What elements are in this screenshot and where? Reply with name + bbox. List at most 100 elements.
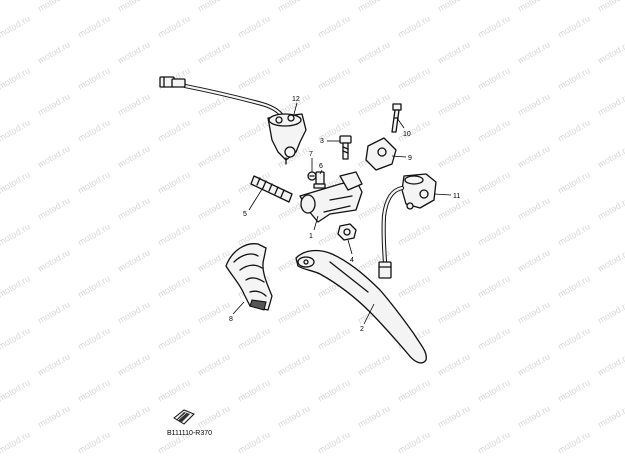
watermark-text: motod.ru: [196, 39, 232, 65]
callout-11: 11: [453, 193, 460, 200]
watermark-text: motod.ru: [316, 65, 352, 91]
watermark-text: motod.ru: [396, 429, 432, 455]
watermark-text: motod.ru: [156, 169, 192, 195]
watermark-text: motod.ru: [76, 377, 112, 403]
watermark-text: motod.ru: [436, 39, 472, 65]
watermark-text: motod.ru: [76, 221, 112, 247]
watermark-text: motod.ru: [396, 13, 432, 39]
watermark-text: motod.ru: [76, 65, 112, 91]
watermark-text: motod.ru: [196, 195, 232, 221]
watermark-text: motod.ru: [396, 221, 432, 247]
lever-2: [295, 249, 427, 364]
watermark-text: motod.ru: [516, 403, 552, 429]
watermark-text: motod.ru: [556, 221, 592, 247]
watermark-text: motod.ru: [156, 273, 192, 299]
watermark-text: motod.ru: [396, 377, 432, 403]
watermark-text: motod.ru: [316, 429, 352, 455]
watermark-text: motod.ru: [516, 0, 552, 14]
watermark-text: motod.ru: [516, 247, 552, 273]
watermark-text: motod.ru: [436, 91, 472, 117]
watermark-text: motod.ru: [116, 195, 152, 221]
watermark-text: motod.ru: [476, 13, 512, 39]
callout-1: 1: [309, 233, 313, 240]
watermark-text: motod.ru: [316, 13, 352, 39]
watermark-text: motod.ru: [556, 273, 592, 299]
watermark-text: motod.ru: [76, 13, 112, 39]
watermark-text: motod.ru: [76, 429, 112, 455]
watermark-text: motod.ru: [476, 377, 512, 403]
watermark-text: motod.ru: [116, 299, 152, 325]
watermark-text: motod.ru: [36, 143, 72, 169]
watermark-text: motod.ru: [556, 117, 592, 143]
watermark-text: motod.ru: [356, 403, 392, 429]
watermark-text: motod.ru: [0, 221, 32, 247]
watermark-text: motod.ru: [516, 143, 552, 169]
watermark-text: motod.ru: [116, 351, 152, 377]
watermark-text: motod.ru: [196, 299, 232, 325]
screw-7: [307, 171, 317, 181]
watermark-text: motod.ru: [116, 39, 152, 65]
watermark-text: motod.ru: [196, 403, 232, 429]
watermark-text: motod.ru: [276, 299, 312, 325]
watermark-text: motod.ru: [596, 299, 625, 325]
watermark-text: motod.ru: [276, 351, 312, 377]
watermark-text: motod.ru: [36, 195, 72, 221]
watermark-text: motod.ru: [156, 377, 192, 403]
watermark-text: motod.ru: [356, 351, 392, 377]
callout-5: 5: [243, 211, 247, 218]
watermark-text: motod.ru: [596, 195, 625, 221]
callout-7: 7: [309, 151, 313, 158]
watermark-text: motod.ru: [556, 13, 592, 39]
watermark-text: motod.ru: [476, 221, 512, 247]
book-icon: [173, 409, 195, 425]
lever-guard-8: [225, 243, 273, 311]
nut-6: [313, 171, 326, 189]
watermark-text: motod.ru: [556, 325, 592, 351]
watermark-text: motod.ru: [516, 351, 552, 377]
watermark-text: motod.ru: [476, 65, 512, 91]
watermark-text: motod.ru: [356, 39, 392, 65]
watermark-text: motod.ru: [436, 351, 472, 377]
watermark-text: motod.ru: [316, 377, 352, 403]
leader-lines: [232, 102, 452, 325]
bracket-9: [365, 137, 397, 171]
watermark-text: motod.ru: [36, 0, 72, 14]
watermark-text: motod.ru: [76, 325, 112, 351]
watermark-text: motod.ru: [596, 403, 625, 429]
watermark-text: motod.ru: [276, 0, 312, 14]
adjuster-bolt-5: [250, 175, 293, 203]
watermark-text: motod.ru: [396, 117, 432, 143]
watermark-text: motod.ru: [396, 273, 432, 299]
watermark-text: motod.ru: [0, 377, 32, 403]
watermark-text: motod.ru: [0, 117, 32, 143]
watermark-text: motod.ru: [276, 403, 312, 429]
callout-10: 10: [403, 131, 411, 138]
nut-4: [337, 223, 357, 241]
watermark-text: motod.ru: [516, 39, 552, 65]
watermark-text: motod.ru: [0, 13, 32, 39]
watermark-text: motod.ru: [76, 273, 112, 299]
watermark-text: motod.ru: [36, 91, 72, 117]
watermark-text: motod.ru: [0, 273, 32, 299]
watermark-text: motod.ru: [516, 299, 552, 325]
watermark-text: motod.ru: [596, 143, 625, 169]
watermark-text: motod.ru: [556, 429, 592, 455]
watermark-text: motod.ru: [36, 403, 72, 429]
watermark-text: motod.ru: [436, 403, 472, 429]
watermark-text: motod.ru: [0, 65, 32, 91]
watermark-text: motod.ru: [0, 169, 32, 195]
watermark-text: motod.ru: [116, 0, 152, 14]
watermark-text: motod.ru: [196, 143, 232, 169]
watermark-text: motod.ru: [156, 325, 192, 351]
watermark-text: motod.ru: [236, 325, 272, 351]
watermark-text: motod.ru: [596, 351, 625, 377]
lever-holder-1: [299, 171, 363, 223]
watermark-text: motod.ru: [556, 377, 592, 403]
callouts: 12 3 7 6 10 9 11 1 5 4 8 2: [229, 96, 460, 333]
watermark-text: motod.ru: [516, 91, 552, 117]
watermark-text: motod.ru: [276, 39, 312, 65]
callout-2: 2: [360, 326, 364, 333]
switch-11: [378, 173, 437, 279]
